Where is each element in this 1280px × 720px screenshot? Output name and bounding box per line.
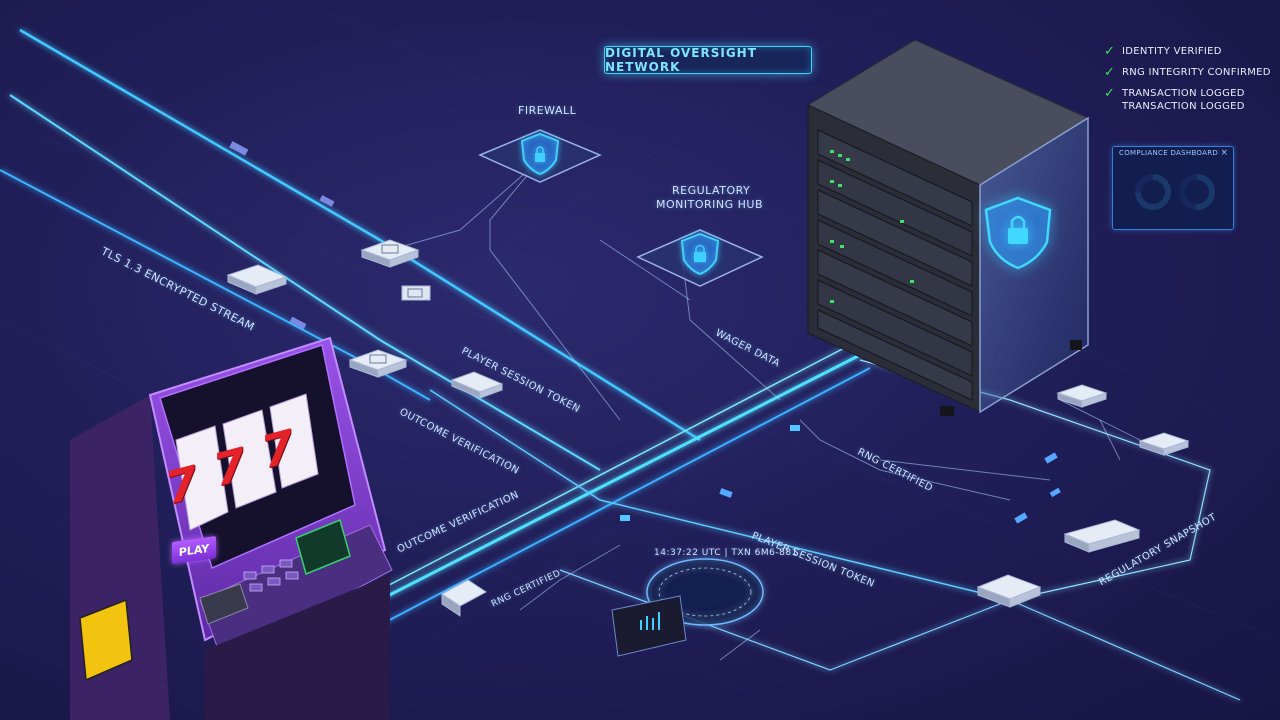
checklist-text-line1: TRANSACTION LOGGED xyxy=(1122,88,1245,99)
reel xyxy=(175,393,319,531)
stream-return xyxy=(1009,599,1241,701)
timestamp-label: 14:37:22 UTC | TXN 6M6-881 xyxy=(654,548,798,558)
reel-symbol: 7 xyxy=(166,453,199,517)
checklist-text: RNG INTEGRITY CONFIRMED xyxy=(1122,67,1271,78)
verification-checklist: ✓ IDENTITY VERIFIED ✓ RNG INTEGRITY CONF… xyxy=(1104,45,1271,121)
check-icon: ✓ xyxy=(1104,86,1115,101)
reel-symbol: 7 xyxy=(262,417,295,481)
stream-cross-c xyxy=(379,367,871,626)
checklist-text: IDENTITY VERIFIED xyxy=(1122,46,1222,57)
node-chip xyxy=(1063,519,1141,553)
firewall-node xyxy=(478,129,602,183)
check-icon: ✓ xyxy=(1104,44,1115,59)
regulatory-hub-node xyxy=(636,229,764,287)
hub-label-line2: MONITORING HUB xyxy=(656,198,764,211)
stream-cross-b xyxy=(369,344,851,596)
checklist-item: ✓ TRANSACTION LOGGED TRANSACTION LOGGED xyxy=(1104,87,1271,113)
dashboard-title: COMPLIANCE DASHBOARD xyxy=(1119,149,1219,157)
node-chip xyxy=(360,239,420,268)
reel-symbol: 7 xyxy=(214,435,247,499)
node-chip xyxy=(348,349,408,378)
stream-mid xyxy=(9,94,601,471)
shield-icon xyxy=(680,232,720,276)
node-chip xyxy=(441,579,487,617)
check-icon: ✓ xyxy=(1104,65,1115,80)
checklist-item: ✓ RNG INTEGRITY CONFIRMED xyxy=(1104,66,1271,79)
node-chip xyxy=(1056,384,1108,408)
node-chip xyxy=(976,574,1042,608)
shield-lock-icon xyxy=(984,196,1052,270)
node-chip xyxy=(226,264,288,295)
checklist-text: TRANSACTION LOGGED TRANSACTION LOGGED xyxy=(1122,87,1245,113)
data-nodes xyxy=(226,239,1190,617)
firewall-label: FIREWALL xyxy=(518,104,577,117)
shield-icon xyxy=(520,132,560,176)
compliance-dashboard: COMPLIANCE DASHBOARD × xyxy=(1112,146,1234,230)
node-chip xyxy=(1138,432,1190,456)
close-icon[interactable]: × xyxy=(1220,148,1228,158)
tablet-device xyxy=(611,595,687,657)
page-title: DIGITAL OVERSIGHT NETWORK xyxy=(604,46,812,74)
checklist-text-line2: TRANSACTION LOGGED xyxy=(1122,101,1245,112)
node-chip xyxy=(401,285,431,301)
slot-machine xyxy=(70,336,393,720)
server-rack xyxy=(806,39,1090,416)
hub-label-line1: REGULATORY xyxy=(672,184,751,197)
stream-packets xyxy=(229,141,1061,524)
data-streams xyxy=(0,28,1241,701)
stream-top xyxy=(19,28,701,442)
stream-diagonal xyxy=(429,389,1011,601)
checklist-item: ✓ IDENTITY VERIFIED xyxy=(1104,45,1271,58)
node-chip xyxy=(450,371,504,399)
